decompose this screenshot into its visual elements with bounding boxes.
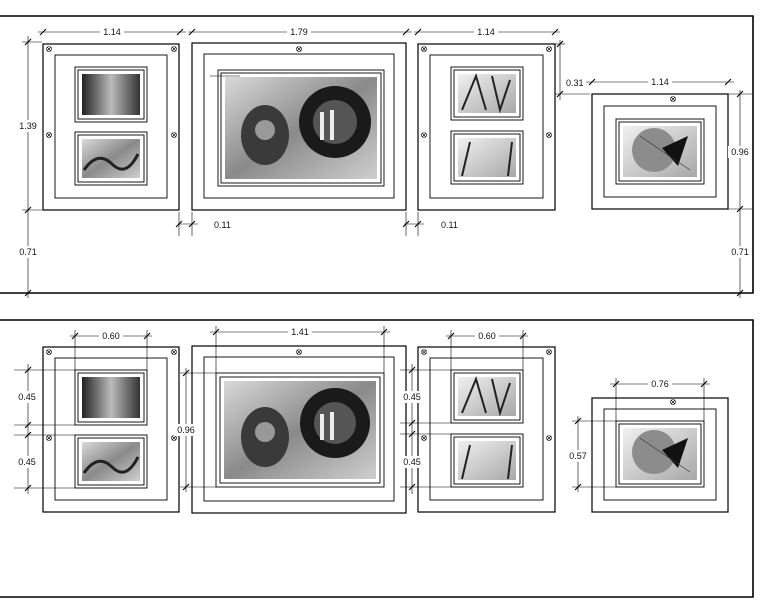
dim-frame3-width: 1.14	[477, 27, 495, 37]
frame-geometric-bottom	[591, 397, 729, 513]
frame-right-top	[417, 43, 556, 211]
elevation-top: 1.14 1.79 1.14 1.14 1.39 0.71 0.96 0.71 …	[0, 15, 754, 298]
dim-left-bottom: 0.71	[19, 247, 37, 257]
hanging-markers-bottom	[46, 349, 676, 441]
wall-outline-top	[0, 15, 754, 294]
dimension-lines-top	[22, 28, 752, 298]
dim-far-height: 0.57	[569, 451, 587, 461]
photo-small-3-bottom	[458, 377, 516, 416]
elevation-bottom: 0.60 1.41 0.60 0.76 0.45 0.45 0.96 0.45 …	[0, 319, 754, 598]
hanging-markers-top	[46, 46, 676, 138]
frame-left-bottom	[42, 346, 180, 513]
dim-gap-1: 0.11	[214, 220, 231, 230]
photo-small-3-top	[458, 74, 516, 113]
dim-gap-2: 0.11	[441, 220, 458, 230]
frame-geometric-top	[591, 93, 729, 210]
photo-small-2-bottom	[82, 442, 140, 481]
wall-outline-bottom	[0, 319, 754, 598]
dim-photo3-width: 0.60	[478, 331, 496, 341]
dim-left-h1: 0.45	[18, 392, 36, 402]
dim-frame4-width: 1.14	[651, 77, 669, 87]
photo-small-1-top	[82, 74, 140, 115]
dim-left-height: 1.39	[19, 121, 37, 131]
photo-small-4-top	[458, 138, 516, 177]
dim-left-h2: 0.45	[18, 457, 36, 467]
frame-right-bottom	[417, 346, 556, 513]
photo-small-4-bottom	[458, 441, 516, 480]
dim-photo4-width: 0.76	[651, 379, 669, 389]
dim-mid-height: 0.96	[177, 425, 195, 435]
dim-right-height: 0.96	[731, 147, 749, 157]
dimension-labels-bottom: 0.60 1.41 0.60 0.76 0.45 0.45 0.96 0.45 …	[15, 326, 672, 468]
dimension-labels-top: 1.14 1.79 1.14 1.14 1.39 0.71 0.96 0.71 …	[16, 26, 752, 258]
dim-offset-top: 0.31	[566, 78, 584, 88]
frame-large-bottom	[191, 345, 407, 514]
photo-small-2-top	[82, 139, 140, 178]
frame-left-top	[42, 43, 180, 211]
dim-photo2-width: 1.41	[291, 327, 309, 337]
dim-frame2-width: 1.79	[290, 27, 308, 37]
dim-frame1-width: 1.14	[103, 27, 121, 37]
dim-right-h1: 0.45	[403, 392, 421, 402]
photo-small-1-bottom	[82, 377, 140, 418]
dimension-lines-bottom	[14, 326, 710, 494]
frame-large-top	[191, 42, 407, 211]
dim-right-bottom: 0.71	[731, 247, 749, 257]
dim-photo1-width: 0.60	[102, 331, 120, 341]
dim-right-h2: 0.45	[403, 457, 421, 467]
